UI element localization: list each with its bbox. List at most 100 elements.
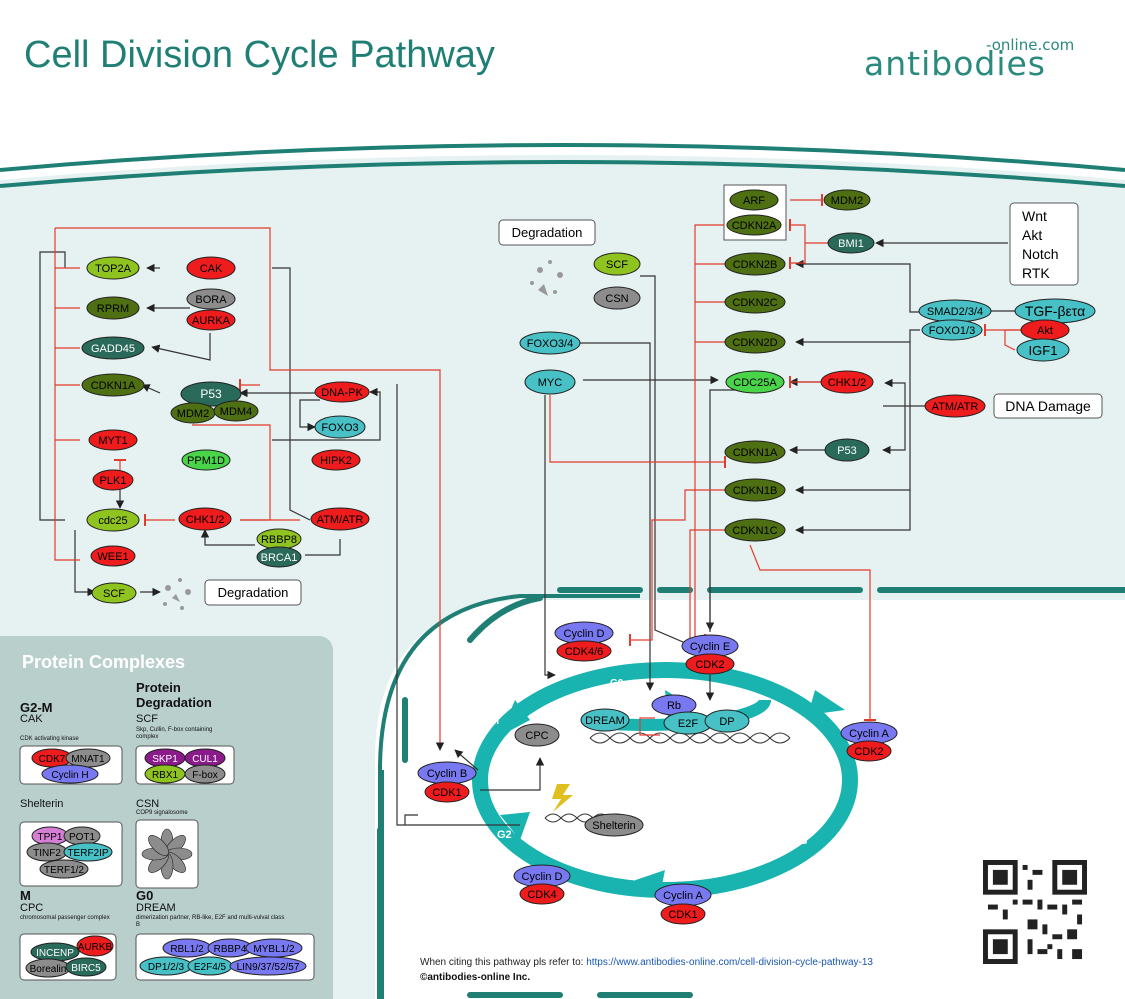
- svg-text:CDKN1B: CDKN1B: [733, 485, 778, 497]
- phase-g0: G0: [610, 678, 624, 689]
- svg-text:ATM/ATR: ATM/ATR: [932, 401, 979, 413]
- svg-text:CHK1/2: CHK1/2: [828, 377, 867, 389]
- citation-link[interactable]: https://www.antibodies-online.com/cell-d…: [586, 957, 873, 968]
- node-cdc25a: [725, 370, 785, 394]
- node-arf: [729, 189, 779, 211]
- svg-text:Cyclin D: Cyclin D: [522, 871, 563, 883]
- svg-text:MDM2: MDM2: [177, 408, 209, 420]
- node-cdkn2a: [726, 214, 782, 236]
- phase-s: S: [800, 835, 807, 847]
- node-foxo13: [921, 319, 983, 341]
- svg-text:BORA: BORA: [195, 294, 227, 306]
- svg-text:PLK1: PLK1: [100, 475, 127, 487]
- node-cdk4: [519, 883, 565, 905]
- node-chk12-right: [820, 370, 874, 394]
- svg-text:DREAM: DREAM: [585, 715, 625, 727]
- svg-text:MYBL1/2: MYBL1/2: [253, 944, 295, 955]
- svg-text:DNA-PK: DNA-PK: [321, 387, 363, 399]
- citation-text: When citing this pathway pls refer to: h…: [420, 957, 873, 968]
- cpc-heading: CPC: [20, 902, 44, 914]
- svg-text:Degradation: Degradation: [512, 225, 583, 240]
- svg-text:SCF: SCF: [103, 588, 125, 600]
- node-cpc: [514, 723, 560, 747]
- cpc-description: chromosomal passenger complex: [20, 915, 110, 921]
- svg-text:INCENP: INCENP: [36, 948, 74, 959]
- scf-description: Skp, Cullin, F-box containing complex: [136, 727, 213, 740]
- svg-text:DP: DP: [719, 716, 734, 728]
- node-cdkn1a-left: [81, 373, 145, 397]
- node-p53-left: [180, 381, 242, 407]
- phase-g2: G2: [497, 829, 512, 841]
- shelterin-heading: Shelterin: [20, 798, 64, 810]
- degradation-top-icon: [530, 260, 563, 296]
- g2m-heading: G2-M: [20, 700, 53, 715]
- svg-text:Cyclin B: Cyclin B: [427, 768, 467, 780]
- svg-text:CDK2: CDK2: [854, 746, 883, 758]
- node-aurka: [186, 309, 236, 331]
- svg-text:RBL1/2: RBL1/2: [170, 944, 204, 955]
- degradation-bottom-box: [204, 579, 302, 606]
- svg-text:GADD45: GADD45: [91, 343, 135, 355]
- svg-text:CDK1: CDK1: [668, 909, 697, 921]
- svg-text:PPM1D: PPM1D: [187, 455, 225, 467]
- node-plk1: [92, 469, 134, 491]
- phase-g1: G1: [625, 653, 640, 665]
- svg-text:TINF2: TINF2: [33, 848, 61, 859]
- svg-text:RPRM: RPRM: [97, 303, 129, 315]
- svg-text:TOP2A: TOP2A: [95, 263, 132, 275]
- svg-text:LIN9/37/52/57: LIN9/37/52/57: [237, 962, 300, 973]
- g0-heading: G0: [136, 888, 154, 903]
- node-csn: [593, 286, 641, 310]
- svg-text:BRCA1: BRCA1: [261, 552, 298, 564]
- svg-text:Cyclin E: Cyclin E: [690, 641, 730, 653]
- qr-code-icon: [983, 860, 1087, 964]
- node-cdk46: [556, 640, 612, 662]
- node-mdm4: [213, 400, 259, 422]
- node-bmi1: [827, 232, 875, 254]
- svg-text:CDK4/6: CDK4/6: [565, 646, 604, 658]
- node-atmatr-left: [310, 507, 370, 531]
- svg-text:E2F: E2F: [678, 718, 698, 730]
- inner-membrane: [0, 160, 1125, 188]
- svg-text:RBBP8: RBBP8: [261, 534, 297, 546]
- svg-text:SMAD2/3/4: SMAD2/3/4: [927, 306, 983, 318]
- svg-text:CDKN1C: CDKN1C: [732, 525, 777, 537]
- csn-heading: CSN: [136, 798, 160, 810]
- svg-text:CPC: CPC: [525, 730, 548, 742]
- svg-text:RTK: RTK: [1022, 265, 1050, 281]
- svg-text:Degradation: Degradation: [218, 585, 289, 600]
- svg-text:MYC: MYC: [538, 377, 563, 389]
- node-cdkn1a-right: [724, 440, 786, 464]
- svg-text:RBX1: RBX1: [152, 770, 179, 781]
- node-scf-left: [91, 582, 137, 604]
- svg-text:Cyclin D: Cyclin D: [564, 628, 605, 640]
- svg-text:RBBP4: RBBP4: [214, 944, 247, 955]
- dream-heading: DREAM: [136, 902, 176, 914]
- node-cdkn1b: [724, 478, 786, 502]
- node-chk12-left: [178, 507, 232, 531]
- cak-heading: CAK: [20, 713, 43, 725]
- svg-text:TERF2IP: TERF2IP: [67, 848, 108, 859]
- svg-text:CAK: CAK: [200, 263, 223, 275]
- svg-text:DNA Damage: DNA Damage: [1005, 398, 1091, 414]
- page-title: Cell Division Cycle Pathway: [24, 34, 495, 76]
- svg-text:Shelterin: Shelterin: [592, 820, 635, 832]
- node-cdc25: [86, 508, 140, 532]
- dna-damage-lightning-icon: [552, 784, 573, 812]
- svg-text:WEE1: WEE1: [97, 551, 128, 563]
- signals-box: [1009, 202, 1079, 286]
- node-cdk2-top: [685, 653, 735, 675]
- node-cak: [186, 256, 236, 280]
- node-myt1: [88, 429, 138, 451]
- svg-text:DP1/2/3: DP1/2/3: [148, 962, 185, 973]
- protein-degradation-heading: Protein Degradation: [136, 680, 212, 710]
- svg-text:BMI1: BMI1: [838, 238, 864, 250]
- svg-text:AURKB: AURKB: [78, 942, 113, 953]
- node-foxo34: [519, 331, 581, 355]
- svg-text:CDKN2D: CDKN2D: [732, 337, 777, 349]
- svg-text:MNAT1: MNAT1: [71, 754, 105, 765]
- svg-text:FOXO1/3: FOXO1/3: [929, 325, 975, 337]
- node-rprm: [86, 296, 140, 320]
- svg-text:TGF-βετα: TGF-βετα: [1025, 303, 1085, 319]
- svg-text:ATM/ATR: ATM/ATR: [317, 514, 364, 526]
